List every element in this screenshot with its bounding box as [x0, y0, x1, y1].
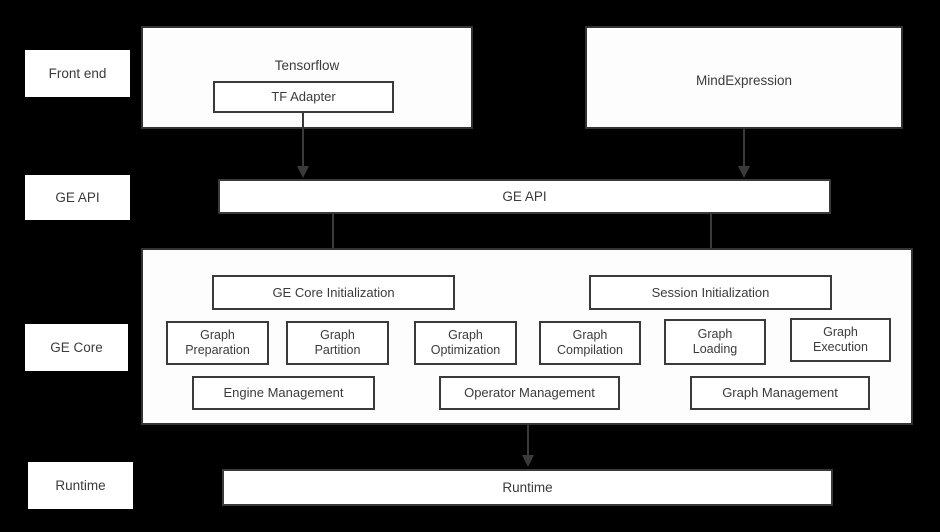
module-label: Graph Execution — [813, 324, 868, 354]
module-graph-compilation[interactable]: Graph Compilation — [539, 321, 641, 365]
ge-api-label: GE API — [502, 189, 547, 204]
stage-label-ge-api: GE API — [25, 175, 130, 220]
stage-label-front-end: Front end — [25, 50, 130, 97]
tf-adapter-label: TF Adapter — [271, 89, 336, 105]
module-graph-execution[interactable]: Graph Execution — [790, 318, 891, 362]
session-initialization-box[interactable]: Session Initialization — [589, 275, 832, 310]
stage-label-text: Runtime — [55, 478, 106, 493]
manager-engine-management[interactable]: Engine Management — [192, 376, 375, 410]
stage-label-text: GE Core — [50, 340, 103, 355]
runtime-bar[interactable]: Runtime — [222, 469, 833, 506]
tensorflow-title: Tensorflow — [274, 58, 340, 73]
session-initialization-label: Session Initialization — [651, 284, 770, 300]
manager-label: Graph Management — [722, 385, 838, 401]
stage-label-text: GE API — [55, 190, 100, 205]
arrow-mindexpression-to-ge-api — [743, 129, 745, 167]
tensorflow-group[interactable]: Tensorflow — [141, 26, 473, 129]
mindexpression-group[interactable]: MindExpression — [585, 26, 903, 129]
arrow-ge-api-to-session-init — [710, 214, 712, 262]
manager-operator-management[interactable]: Operator Management — [439, 376, 620, 410]
module-label: Graph Optimization — [430, 327, 501, 357]
arrow-ge-api-to-ge-core-init — [332, 214, 334, 262]
module-graph-optimization[interactable]: Graph Optimization — [414, 321, 517, 365]
ge-core-initialization-label: GE Core Initialization — [272, 284, 395, 300]
module-graph-partition[interactable]: Graph Partition — [286, 321, 389, 365]
ge-core-initialization-box[interactable]: GE Core Initialization — [212, 275, 455, 310]
stage-label-runtime: Runtime — [28, 462, 133, 509]
manager-label: Operator Management — [464, 385, 595, 401]
manager-graph-management[interactable]: Graph Management — [690, 376, 870, 410]
arrow-tf-adapter-to-ge-api — [302, 113, 304, 167]
runtime-label: Runtime — [502, 480, 553, 495]
module-label: Graph Preparation — [185, 327, 250, 357]
module-label: Graph Compilation — [556, 327, 623, 357]
arrow-ge-core-to-runtime — [527, 425, 529, 456]
stage-label-ge-core: GE Core — [25, 324, 128, 371]
mindexpression-title: MindExpression — [695, 73, 793, 88]
stage-label-text: Front end — [48, 66, 107, 81]
module-label: Graph Partition — [314, 327, 361, 357]
manager-label: Engine Management — [223, 385, 344, 401]
tf-adapter-box[interactable]: TF Adapter — [213, 81, 394, 113]
ge-api-bar[interactable]: GE API — [218, 179, 831, 214]
module-graph-preparation[interactable]: Graph Preparation — [166, 321, 269, 365]
module-graph-loading[interactable]: Graph Loading — [664, 319, 766, 365]
module-label: Graph Loading — [692, 326, 738, 356]
